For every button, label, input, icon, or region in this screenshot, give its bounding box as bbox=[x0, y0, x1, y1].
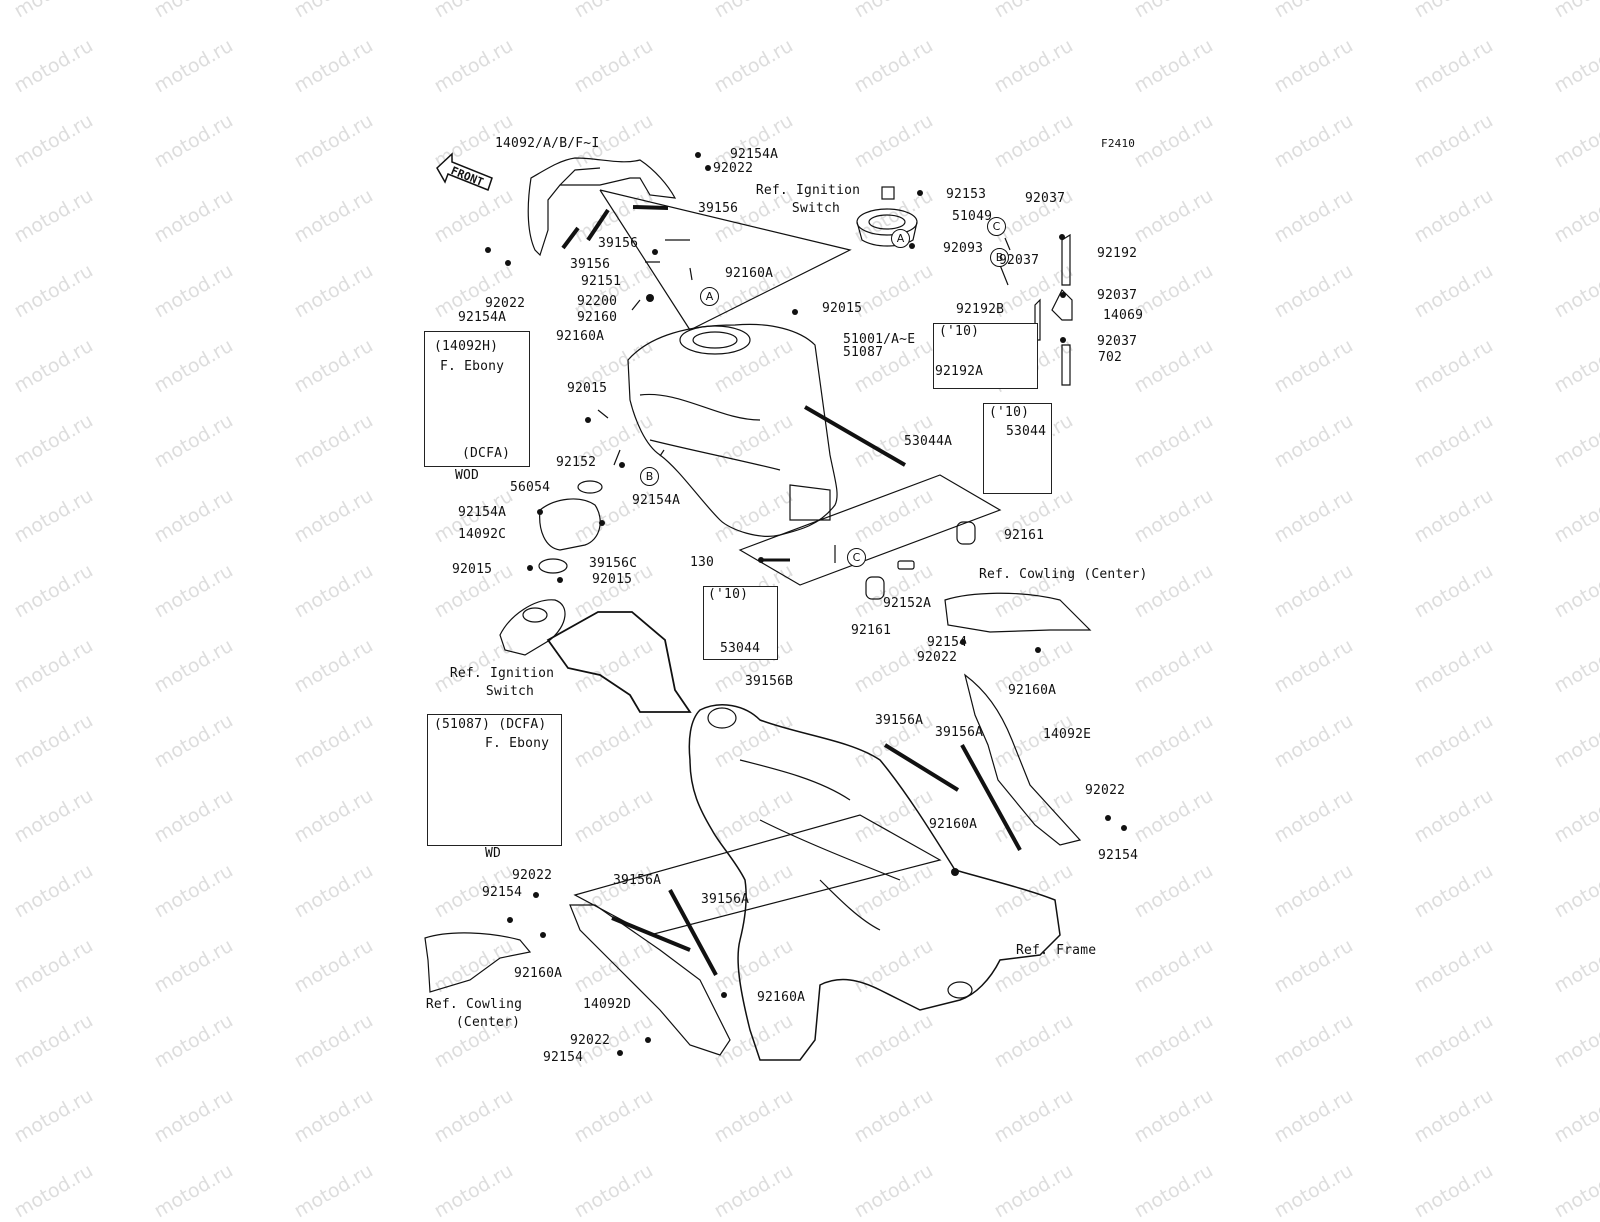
label-130: 130 bbox=[690, 555, 715, 570]
label-92160a: 92160A bbox=[514, 966, 563, 981]
label-92154: 92154 bbox=[1098, 848, 1139, 863]
inset-14092h-caption: WOD bbox=[455, 468, 480, 483]
label-92037: 92037 bbox=[1097, 288, 1138, 303]
inset-53044-right-part: 53044 bbox=[1006, 424, 1047, 439]
inset-box-10-53044-right bbox=[983, 403, 1052, 494]
label-92153: 92153 bbox=[946, 187, 987, 202]
label-39156a: 39156A bbox=[935, 725, 984, 740]
label-92015: 92015 bbox=[452, 562, 493, 577]
label-92022: 92022 bbox=[917, 650, 958, 665]
label-56054: 56054 bbox=[510, 480, 551, 495]
label-92160a: 92160A bbox=[556, 329, 605, 344]
label-92160a: 92160A bbox=[929, 817, 978, 832]
label-39156c: 39156C bbox=[589, 556, 638, 571]
label-ref-cowling-center-left-2: (Center) bbox=[455, 1015, 521, 1030]
label-14092e: 14092E bbox=[1043, 727, 1092, 742]
inset-box-51087 bbox=[427, 714, 562, 846]
label-92037: 92037 bbox=[1025, 191, 1066, 206]
label-39156: 39156 bbox=[698, 201, 739, 216]
inset-92192a-title: ('10) bbox=[939, 324, 980, 339]
label-92022: 92022 bbox=[1085, 783, 1126, 798]
figure-code: F2410 bbox=[1101, 137, 1136, 150]
inset-box-10-92192a bbox=[933, 323, 1038, 389]
ref-marker-b-tank: B bbox=[640, 467, 659, 486]
label-51087: 51087 bbox=[843, 345, 884, 360]
inset-box-10-53044-center bbox=[703, 586, 778, 660]
label-39156a: 39156A bbox=[701, 892, 750, 907]
inset-14092h-variant: (DCFA) bbox=[462, 446, 511, 461]
label-39156b: 39156B bbox=[745, 674, 794, 689]
label-92022: 92022 bbox=[570, 1033, 611, 1048]
label-14092-abfi: 14092/A/B/F~I bbox=[495, 136, 600, 151]
label-39156: 39156 bbox=[570, 257, 611, 272]
label-ref-ignition-switch-2: Switch bbox=[485, 684, 535, 699]
label-92015: 92015 bbox=[567, 381, 608, 396]
label-92160: 92160 bbox=[577, 310, 618, 325]
label-92161: 92161 bbox=[851, 623, 892, 638]
label-ref-ignition-switch: Ref. Ignition bbox=[449, 666, 555, 681]
label-92154a: 92154A bbox=[458, 310, 507, 325]
ref-marker-c-center: C bbox=[847, 548, 866, 567]
label-92015: 92015 bbox=[822, 301, 863, 316]
label-92160a: 92160A bbox=[1008, 683, 1057, 698]
label-92154a: 92154A bbox=[458, 505, 507, 520]
inset-box-14092h bbox=[424, 331, 530, 467]
label-92192: 92192 bbox=[1097, 246, 1138, 261]
label-14092c: 14092C bbox=[458, 527, 507, 542]
label-92192b: 92192B bbox=[956, 302, 1005, 317]
label-92154a: 92154A bbox=[730, 147, 779, 162]
label-92037: 92037 bbox=[999, 253, 1040, 268]
label-92022: 92022 bbox=[485, 296, 526, 311]
front-arrow-icon bbox=[436, 152, 493, 191]
label-92152a: 92152A bbox=[883, 596, 932, 611]
ref-marker-b-top: B bbox=[990, 248, 1009, 267]
label-92154: 92154 bbox=[543, 1050, 584, 1065]
label-51049: 51049 bbox=[952, 209, 993, 224]
inset-53044-right-title: ('10) bbox=[989, 405, 1030, 420]
label-92200: 92200 bbox=[577, 294, 618, 309]
inset-53044-center-title: ('10) bbox=[708, 587, 749, 602]
label-92022: 92022 bbox=[512, 868, 553, 883]
inset-53044-center-part: 53044 bbox=[720, 641, 761, 656]
inset-51087-title: (51087) (DCFA) bbox=[434, 717, 547, 732]
ref-marker-a-top: A bbox=[891, 229, 910, 248]
label-92022: 92022 bbox=[713, 161, 754, 176]
label-39156a: 39156A bbox=[875, 713, 924, 728]
inset-14092h-color: F. Ebony bbox=[440, 359, 505, 374]
label-39156: 39156 bbox=[598, 236, 639, 251]
label-ref-frame: Ref. Frame bbox=[1016, 943, 1097, 958]
inset-51087-color: F. Ebony bbox=[485, 736, 550, 751]
label-92154: 92154 bbox=[482, 885, 523, 900]
ref-marker-a-tank: A bbox=[700, 287, 719, 306]
label-ref-cowling-center: Ref. Cowling (Center) bbox=[979, 567, 1148, 582]
label-53044a: 53044A bbox=[904, 434, 953, 449]
label-ref-ignition-switch-2: Switch bbox=[791, 201, 841, 216]
label-92152: 92152 bbox=[556, 455, 597, 470]
label-92160a: 92160A bbox=[725, 266, 774, 281]
label-92093: 92093 bbox=[943, 241, 984, 256]
label-92154: 92154 bbox=[927, 635, 968, 650]
label-39156a: 39156A bbox=[613, 873, 662, 888]
ref-marker-c-top: C bbox=[987, 217, 1006, 236]
label-92015: 92015 bbox=[592, 572, 633, 587]
label-92161: 92161 bbox=[1004, 528, 1045, 543]
label-14069: 14069 bbox=[1103, 308, 1144, 323]
label-92160a: 92160A bbox=[757, 990, 806, 1005]
label-92154a: 92154A bbox=[632, 493, 681, 508]
inset-51087-caption: WD bbox=[485, 846, 502, 861]
label-92037: 92037 bbox=[1097, 334, 1138, 349]
label-ref-ignition-switch: Ref. Ignition bbox=[755, 183, 861, 198]
label-92151: 92151 bbox=[581, 274, 622, 289]
label-51001: 51001/A~E bbox=[843, 332, 916, 347]
label-ref-cowling-center-left: Ref. Cowling bbox=[425, 997, 523, 1012]
inset-14092h-title: (14092H) bbox=[434, 339, 499, 354]
label-14092d: 14092D bbox=[583, 997, 632, 1012]
label-702: 702 bbox=[1098, 350, 1123, 365]
inset-92192a-part: 92192A bbox=[935, 364, 984, 379]
